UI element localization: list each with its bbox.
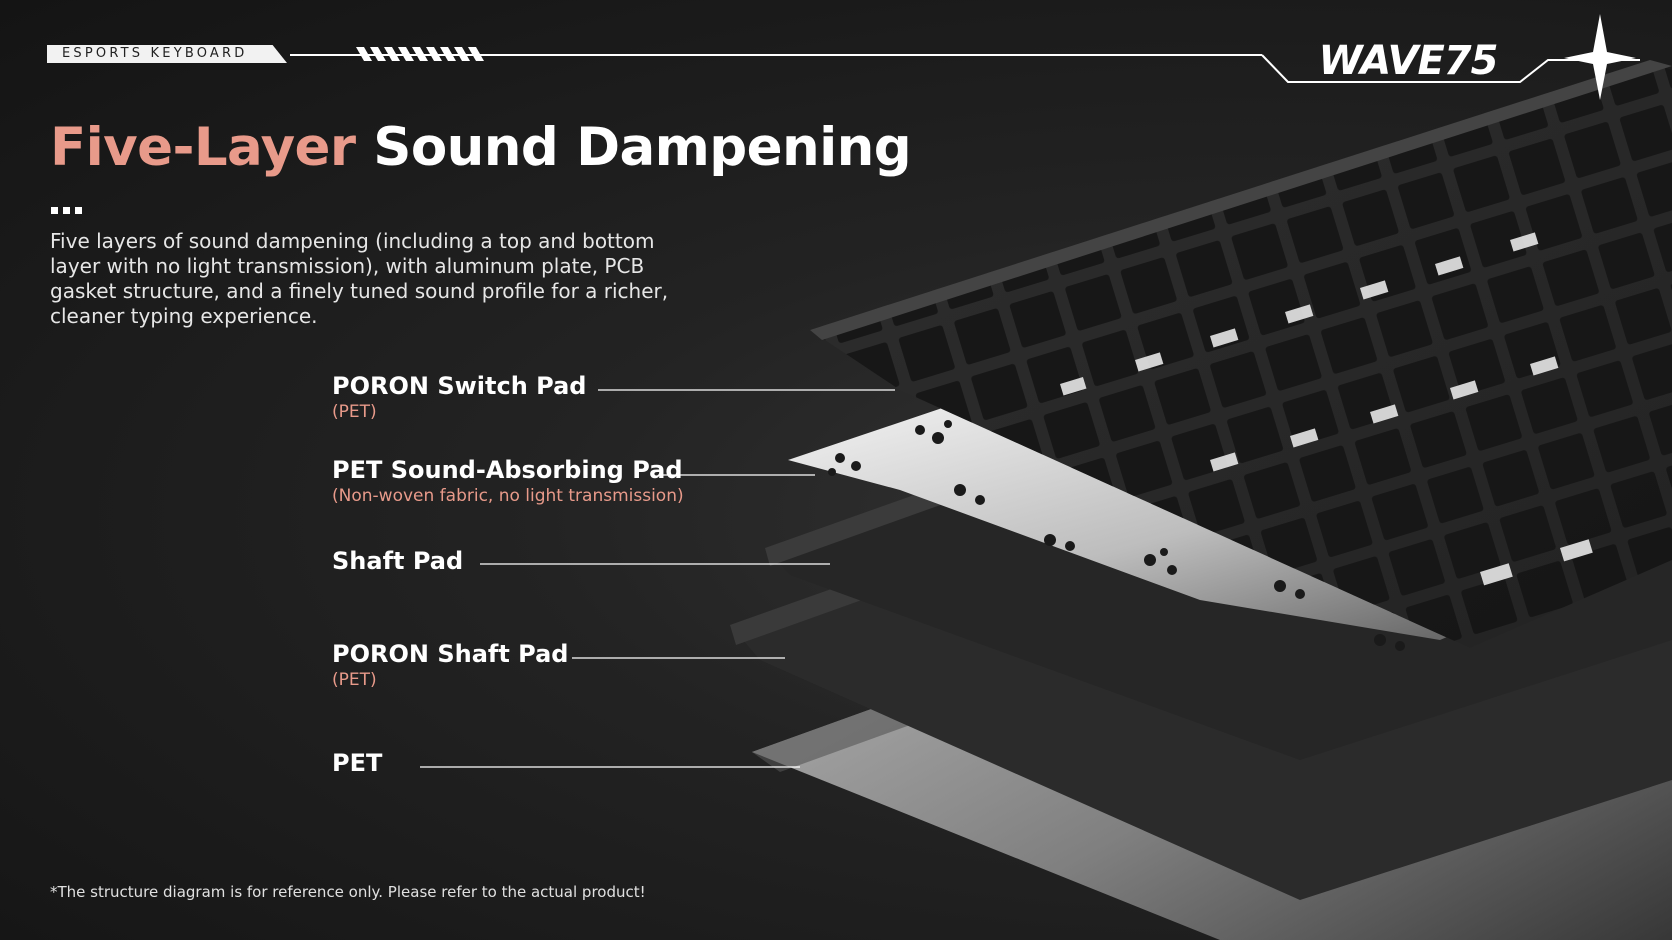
- category-tag: ESPORTS KEYBOARD: [47, 45, 287, 63]
- layer-material: (PET): [332, 670, 377, 690]
- callout-lines: [420, 389, 895, 768]
- brand-logo: WAVE75: [1318, 38, 1499, 84]
- footnote: *The structure diagram is for reference …: [50, 883, 646, 901]
- stripe-decoration: [356, 47, 484, 61]
- description: Five layers of sound dampening (includin…: [50, 229, 669, 328]
- layer-label: PORON Shaft Pad (PET): [332, 639, 568, 691]
- sparkle-icon: [1564, 14, 1636, 100]
- layer-poron-switch-pad-shape: [810, 60, 1672, 648]
- layer-name: PORON Shaft Pad: [332, 640, 569, 668]
- ellipsis-dots: [51, 199, 87, 218]
- layer-name: PET: [332, 749, 383, 777]
- layer-label: PET: [332, 748, 382, 778]
- layer-label: PET Sound-Absorbing Pad (Non-woven fabri…: [332, 455, 684, 507]
- title-rest: Sound Dampening: [373, 117, 912, 178]
- layer-name: Shaft Pad: [332, 547, 464, 575]
- layer-material: (PET): [332, 402, 377, 422]
- layer-material: (Non-woven fabric, no light transmission…: [332, 486, 684, 506]
- page-title: Five-Layer Sound Dampening: [50, 108, 912, 188]
- title-accent: Five-Layer: [50, 117, 356, 178]
- layer-label: Shaft Pad: [332, 546, 463, 576]
- layer-name: PORON Switch Pad: [332, 372, 587, 400]
- layer-name: PET Sound-Absorbing Pad: [332, 456, 683, 484]
- layer-label: PORON Switch Pad (PET): [332, 371, 586, 423]
